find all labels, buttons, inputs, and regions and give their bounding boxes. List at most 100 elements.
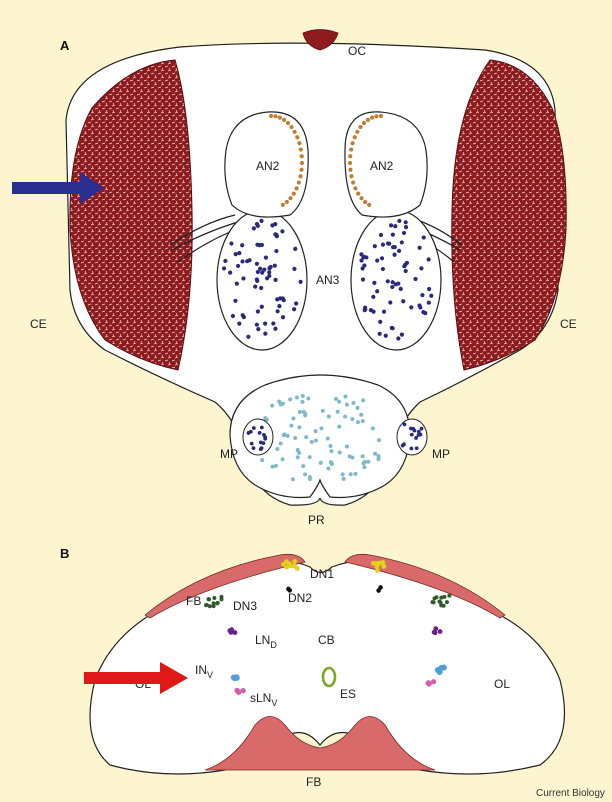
- dn1-dot: [292, 559, 297, 564]
- an2-dot: [299, 147, 303, 151]
- pr-dot: [295, 395, 299, 399]
- pr-dot: [319, 426, 323, 430]
- es-label: ES: [340, 687, 356, 701]
- pr-dot: [350, 456, 354, 460]
- pr-dot: [297, 425, 301, 429]
- pr-dot: [343, 395, 347, 399]
- pr-dot: [373, 452, 377, 456]
- an3-dot: [391, 326, 395, 330]
- an2-dot: [285, 200, 289, 204]
- an2-dot: [362, 121, 366, 125]
- an2-dot: [288, 196, 292, 200]
- an3-dot: [223, 259, 227, 263]
- pr-dot: [301, 464, 305, 468]
- panel-b-letter: B: [60, 546, 69, 561]
- dn3-dot: [442, 595, 446, 599]
- an3-dot: [396, 336, 400, 340]
- an2-left-label: AN2: [256, 159, 280, 173]
- dn3-label: DN3: [233, 599, 257, 613]
- dn3-dot: [442, 604, 446, 608]
- an3-label: AN3: [316, 273, 340, 287]
- dn1-dot: [378, 560, 383, 565]
- pr-dot: [281, 402, 285, 406]
- an3-dot: [231, 314, 235, 318]
- pr-dot: [319, 461, 323, 465]
- pr-dot: [361, 461, 365, 465]
- pr-dot: [353, 472, 357, 476]
- an3-dot: [236, 264, 240, 268]
- an3-dot: [229, 241, 233, 245]
- an2-dot: [269, 114, 273, 118]
- an3-dot: [293, 247, 297, 251]
- pr-dot: [342, 477, 346, 481]
- an3-dot: [418, 246, 422, 250]
- mp-dot: [262, 433, 266, 437]
- an3-dot: [277, 304, 281, 308]
- an3-dot: [292, 267, 296, 271]
- pr-dot: [308, 477, 312, 481]
- an3-dot: [397, 249, 401, 253]
- lnv-dot: [233, 674, 239, 680]
- an3-dot: [260, 271, 264, 275]
- pr-dot: [275, 447, 279, 451]
- pr-dot: [297, 451, 301, 455]
- pr-dot: [343, 415, 347, 419]
- pr-dot: [304, 435, 308, 439]
- pr-dot: [377, 457, 381, 461]
- an3-dot: [375, 289, 379, 293]
- mp-dot: [409, 427, 413, 431]
- an2-dot: [358, 125, 362, 129]
- an3-dot: [400, 240, 404, 244]
- dn2-label: DN2: [288, 591, 312, 605]
- mp-dot: [258, 431, 262, 435]
- pr-dot: [366, 460, 370, 464]
- pr-dot: [328, 444, 332, 448]
- an3-dot: [233, 299, 237, 303]
- pr-dot: [279, 442, 283, 446]
- panel-a-letter: A: [60, 38, 70, 53]
- ocelli-label: OC: [348, 44, 366, 58]
- pr-dot: [274, 464, 278, 468]
- an3-dot: [267, 270, 271, 274]
- pr-dot: [308, 455, 312, 459]
- dn1-dot: [284, 565, 289, 570]
- an2-dot: [295, 135, 299, 139]
- an3-dot: [379, 233, 383, 237]
- an3-dot: [228, 271, 232, 275]
- an3-dot: [419, 266, 423, 270]
- lnd-dot: [227, 628, 232, 633]
- pr-dot: [300, 400, 304, 404]
- an3-dot: [269, 265, 273, 269]
- pr-dot: [270, 465, 274, 469]
- pr-dot: [352, 401, 356, 405]
- pr-dot: [314, 429, 318, 433]
- an3-dot: [371, 295, 375, 299]
- lnd-dot: [433, 630, 438, 635]
- an2-dot: [348, 168, 352, 172]
- an3-dot: [405, 261, 409, 265]
- an3-dot: [409, 305, 413, 309]
- an3-dot: [267, 274, 271, 278]
- an3-dot: [240, 243, 244, 247]
- an3-dot: [393, 224, 397, 228]
- an3-dot: [280, 229, 284, 233]
- pr-dot: [334, 397, 338, 401]
- an2-dot: [379, 114, 383, 118]
- an3-dot: [257, 243, 261, 247]
- an3-dot: [397, 219, 401, 223]
- pr-dot: [303, 412, 307, 416]
- an2-dot: [281, 203, 285, 207]
- an3-dot: [390, 285, 394, 289]
- an2-dot: [278, 116, 282, 120]
- mp-dot: [409, 447, 413, 451]
- an2-dot: [351, 180, 355, 184]
- an3-dot: [389, 223, 393, 227]
- pr-dot: [263, 416, 267, 420]
- an3-dot: [404, 269, 408, 273]
- an2-dot: [363, 200, 367, 204]
- slnv-dot: [236, 689, 241, 694]
- pr-dot: [337, 400, 341, 404]
- pr-dot: [270, 404, 274, 408]
- an3-dot: [255, 262, 259, 266]
- pr-dot: [298, 410, 302, 414]
